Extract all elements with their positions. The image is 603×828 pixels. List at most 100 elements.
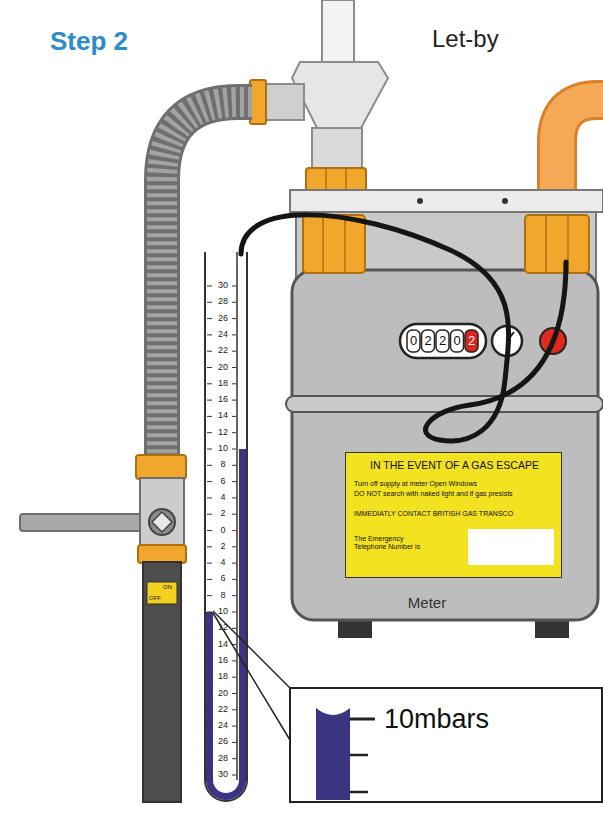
scale-number: 14 [213,640,233,649]
scale-tick [207,481,212,482]
scale-tick [232,497,236,498]
scale-tick [207,546,212,547]
scale-tick [232,416,236,417]
scale-tick [232,677,236,678]
scale-tick [232,432,236,433]
scale-tick [207,709,212,710]
scale-tick [232,367,236,368]
scale-number: 6 [213,574,233,583]
scale-tick [232,612,236,613]
scale-tick [207,334,212,335]
gas-valve [143,562,181,802]
scale-number: 28 [213,297,233,306]
scale-tick [207,302,212,303]
gas-valve [20,455,186,802]
meter-body [322,215,324,273]
gas-valve [20,514,150,531]
scale-tick [232,465,236,466]
scale-tick [207,693,212,694]
scale-tick [232,660,236,661]
scale-tick [232,579,236,580]
scale-tick [232,481,236,482]
scale-number: 20 [213,363,233,372]
regulator [322,0,354,70]
meter-index [400,324,486,358]
regulator [306,168,366,192]
scale-number: 12 [213,623,233,632]
node-heading: IN THE EVENT OF A GAS ESCAPE [351,459,558,471]
scale-number: 2 [213,509,233,518]
scale-tick [232,530,236,531]
scale-tick [207,726,212,727]
scale-number: 30 [213,770,233,779]
scale-tick [207,318,212,319]
meter-body [344,215,346,273]
scale-tick [207,563,212,564]
callout [213,613,290,740]
scale-tick [232,334,236,335]
meter-body [290,190,603,212]
regulator [292,62,388,130]
rubber-tube [241,215,566,441]
scale-tick [207,351,212,352]
callout [350,754,368,757]
index-digit: 0 [407,334,420,347]
meter-index [422,330,435,352]
scale-tick [207,383,212,384]
meter-body [545,215,547,273]
index-digit: 2 [465,334,478,347]
scale-tick [207,775,212,776]
scale-tick [232,449,236,450]
scale-number: 28 [213,754,233,763]
gas-valve [140,478,184,546]
gas-valve [147,582,177,604]
scale-tick [232,709,236,710]
node-heading: Meter [292,594,562,611]
manometer [236,252,238,780]
node-heading: 10mbars [384,704,594,735]
index-digit: 2 [436,334,449,347]
scale-number: 4 [213,493,233,502]
regulator [325,168,327,192]
scale-tick [232,400,236,401]
meter-body [417,198,423,204]
step-title: Step 2 [50,28,128,54]
regulator [292,0,388,192]
scale-tick [207,677,212,678]
scale-number: 22 [213,346,233,355]
rubber-tube [241,215,566,441]
phone-number-box [468,529,554,565]
scale-tick [207,400,212,401]
meter-index [400,324,566,358]
scale-tick [207,628,212,629]
scale-tick [207,742,212,743]
node-text: The Emergency Telephone Number is [354,535,426,551]
scale-number: 2 [213,542,233,551]
gas-valve [138,545,186,563]
callout [290,688,602,802]
scale-tick [232,742,236,743]
scale-tick [207,286,236,775]
scale-tick [207,595,212,596]
regulator [312,128,362,170]
scale-tick [207,660,212,661]
scale-tick [232,758,236,759]
valve-marking: ON [163,584,177,590]
regulator [345,168,347,192]
callout [350,791,368,794]
scale-tick [207,286,212,287]
scale-number: 4 [213,558,233,567]
meter-body [303,215,365,273]
scale-tick [207,416,212,417]
meter-body [502,198,508,204]
valve-marking: OFF [149,595,165,601]
node-text: DO NOT search with naked light and if ga… [354,490,557,498]
scale-number: 18 [213,379,233,388]
index-digit: 0 [451,334,464,347]
gas-valve [152,512,172,532]
scale-tick [232,628,236,629]
scale-number: 24 [213,330,233,339]
index-digit: 2 [422,334,435,347]
scale-number: 10 [213,607,233,616]
meter-body [525,215,589,273]
